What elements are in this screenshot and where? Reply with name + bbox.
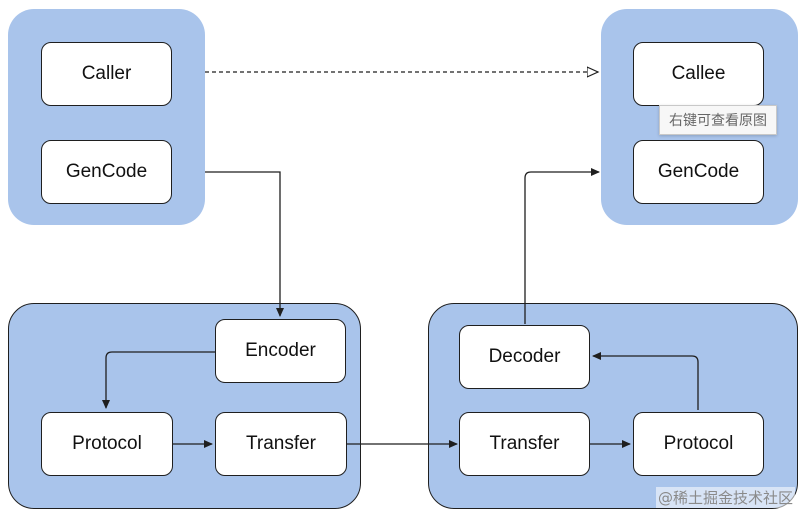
edge-decoder-to-gencode: [524, 168, 600, 324]
protocol-right-node: Protocol: [633, 412, 764, 476]
transfer-right-node: Transfer: [459, 412, 590, 476]
decoder-node: Decoder: [459, 325, 590, 389]
gencode-right-node: GenCode: [633, 140, 764, 204]
protocol-left-node: Protocol: [41, 412, 173, 476]
view-original-tooltip: 右键可查看原图: [659, 105, 777, 135]
edge-gencode-to-encoder: [205, 171, 284, 317]
site-watermark: @稀土掘金技术社区: [655, 487, 795, 508]
transfer-left-node: Transfer: [215, 412, 347, 476]
gencode-left-node: GenCode: [41, 140, 172, 204]
callee-node: Callee: [633, 42, 764, 106]
encoder-node: Encoder: [215, 319, 346, 383]
caller-node: Caller: [41, 42, 172, 106]
